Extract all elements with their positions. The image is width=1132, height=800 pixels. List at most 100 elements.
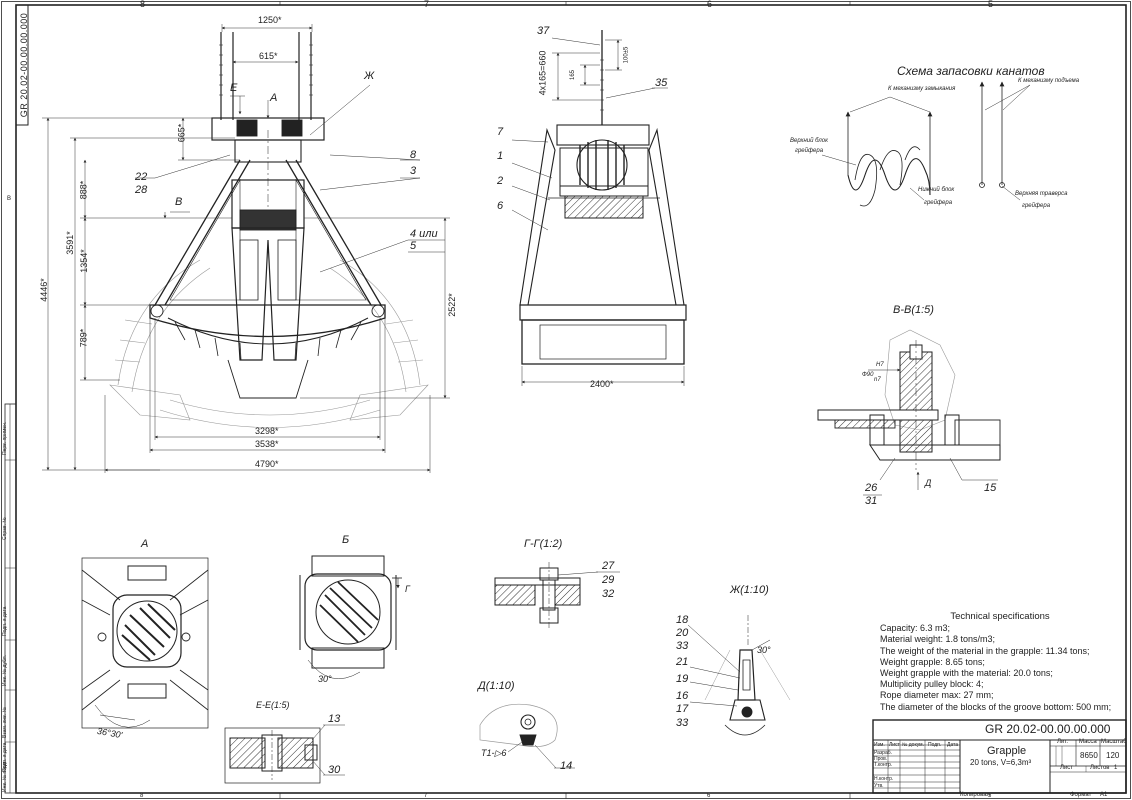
side-view [511,30,687,386]
callout-27: 27 [602,560,615,572]
section-letter-g: Г [405,584,410,594]
title-block-name: Grapple [987,745,1027,757]
callout-22: 22 [135,171,148,183]
zone-number: 8 [140,0,146,9]
spec-line: Weight grapple with the material: 20.0 t… [880,668,1053,679]
title-block-col-date: Дата [947,742,959,748]
callout-1: 1 [497,150,504,162]
reeving-scheme [821,81,1031,207]
view-title-zh: Ж(1:10) [730,584,769,596]
dim-30-zh: 30° [757,645,771,655]
dim-4x165: 4х165=660 [537,50,548,96]
dim-665: 665* [176,123,187,143]
dim-3591: 3591* [64,231,75,255]
view-zh [687,615,791,736]
title-block-lines [872,719,1127,794]
section-letter-d-arrow: Д [925,478,932,488]
weld-mark: Т1-▷6 [481,748,507,758]
callout-32: 32 [602,588,615,600]
reeving-to-closing: К механизму замыкания [888,86,956,92]
view-title-d: Д(1:10) [478,680,515,692]
callout-2: 2 [497,175,504,187]
view-d [479,703,575,769]
view-title-ee: Е-Е(1:5) [256,700,290,710]
callout-28: 28 [135,184,148,196]
format-label: Формат [1070,792,1092,798]
callout-20: 20 [676,627,689,639]
dim-888: 888* [78,180,89,200]
title-block-sheets-value: 1 [1114,765,1118,771]
title-block-row-prov: Пров. [874,756,888,762]
title-block-row-utv: Утв. [874,783,884,789]
zone-number: 7 [424,793,428,799]
callout-31: 31 [865,495,878,507]
view-title-gg: Г-Г(1:2) [524,538,563,550]
callout-26: 26 [865,482,878,494]
dim-165: 165 [570,69,577,81]
section-gg [494,562,620,630]
fit-n7: n7 [874,377,881,383]
reeving-title: Схема запасовки канатов [897,64,1045,78]
zone-letter: B [7,196,12,202]
title-block-lit-label: Лит. [1057,739,1069,745]
title-block-col-sign: Подп. [928,742,942,748]
view-title-b: Б [342,534,350,546]
zone-number: 5 [988,0,994,9]
dim-2522: 2522* [446,293,457,317]
title-block-designation: GR 20.02-00.00.00.000 [985,722,1111,736]
callout-7: 7 [497,126,504,138]
callout-13: 13 [328,713,341,725]
callout-17: 17 [676,703,689,715]
title-block-mass: 8650 [1080,751,1098,760]
spec-line: Rope diameter max: 27 mm; [880,690,994,701]
title-block-col-list: Лист [889,742,900,748]
dim-30-b: 30° [318,674,332,684]
callout-16: 16 [676,690,689,702]
reeving-upper-traverse-2: грейфера [1022,203,1051,209]
callout-6: 6 [497,200,504,212]
title-block-col-izm: Изм. [874,742,885,748]
fit-h7: H7 [876,362,884,368]
dim-1250: 1250* [258,15,282,25]
section-letter-zh: Ж [364,70,375,82]
title-block-sheets-label: Листов [1090,765,1110,771]
callout-35: 35 [655,77,668,89]
zone-number: 7 [424,0,430,9]
callout-15: 15 [984,482,997,494]
title-block-col-doc: № докум. [902,742,924,748]
callout-4: 4 или [410,228,438,240]
section-ee [224,724,345,784]
callout-37: 37 [537,25,550,37]
callout-21: 21 [676,656,689,668]
zone-number: 5 [988,793,992,799]
dim-3298: 3298* [255,426,279,436]
title-block-mass-label: Масса [1079,739,1097,745]
dim-1354: 1354* [78,249,89,273]
title-block-row-nkontr: Н.контр. [874,776,894,782]
reeving-to-hoist: К механизму подъема [1018,78,1080,84]
zone-number: 6 [707,0,713,9]
spec-line: The weight of the material in the grappl… [880,645,1090,656]
view-title-a: А [141,538,149,550]
title-block-row-tkontr: Т.контр. [874,762,893,768]
format-value: A1 [1100,792,1108,798]
title-block-scale-label: Масштаб [1101,739,1127,745]
callout-5: 5 [410,240,417,252]
dim-100: 100±5 [623,46,630,64]
dim-789: 789* [78,328,89,348]
section-vv [817,329,1001,496]
zone-number: 6 [707,793,711,799]
spec-line: The diameter of the blocks of the groove… [880,701,1112,712]
rotated-designation-text: GR 20.02-00.00.00.000 [19,12,29,118]
dim-d90: Ф90 [862,372,874,378]
callout-18: 18 [676,614,689,626]
section-letter-a: А [270,92,278,104]
spec-line: Multiplicity pulley block: 4; [880,679,984,690]
title-block-sheet-label: Лист [1060,765,1074,771]
reeving-lower-block-2: грейфера [924,200,953,206]
main-front-view [42,24,450,473]
zone-number: 8 [140,793,144,799]
reeving-lower-block-1: Нижний блок [918,187,955,193]
